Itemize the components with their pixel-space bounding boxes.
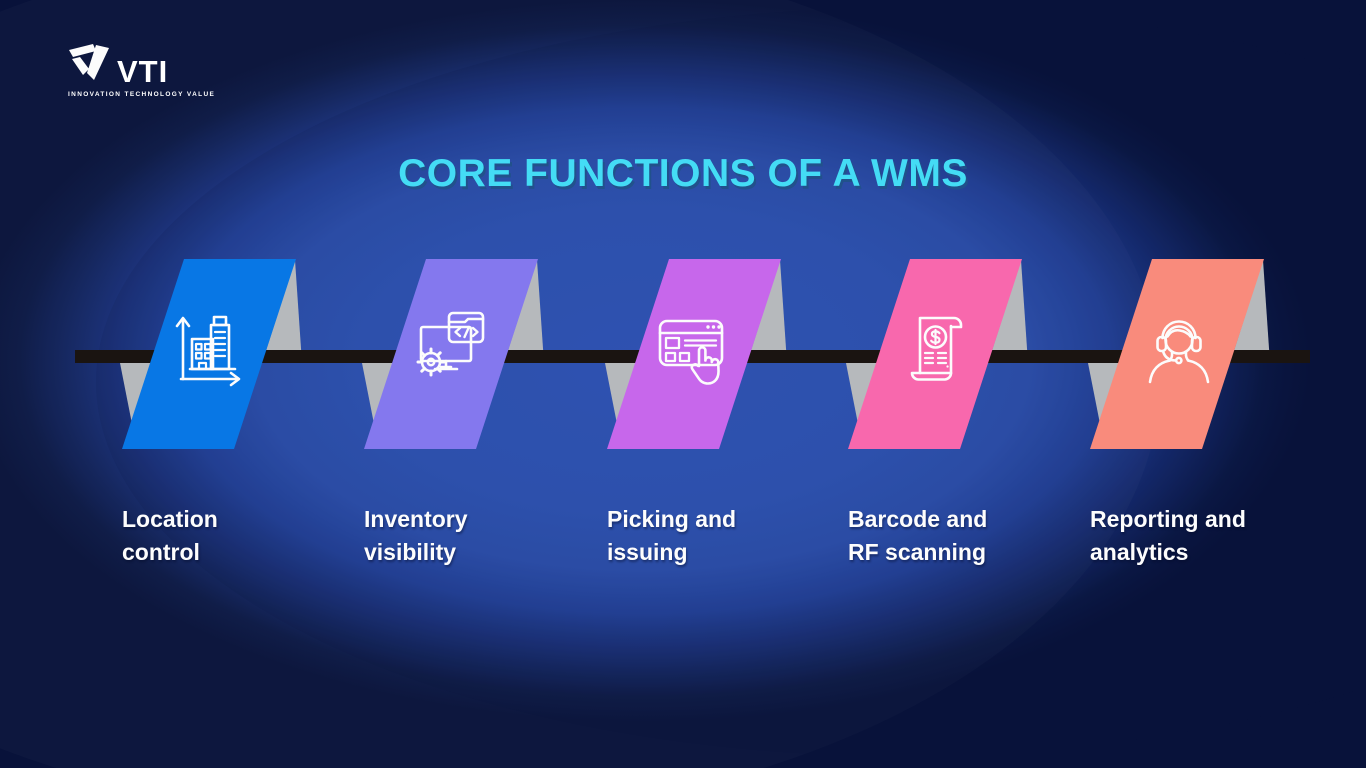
vti-logo-tagline: INNOVATION TECHNOLOGY VALUE: [68, 91, 216, 98]
card-shadow: [504, 260, 544, 363]
label-line: Barcode and: [848, 506, 988, 532]
label-reporting-analytics: Reporting and analytics: [1090, 503, 1320, 569]
page-title: CORE FUNCTIONS OF A WMS: [398, 152, 968, 195]
vti-logo-mark-icon: [68, 44, 110, 86]
label-barcode-rf: Barcode and RF scanning: [848, 503, 1078, 569]
card-shadow: [262, 260, 302, 363]
label-picking-issuing: Picking and issuing: [607, 503, 837, 569]
label-location-control: Location control: [122, 503, 352, 569]
receipt-dollar-icon: [895, 305, 979, 389]
label-inventory-visibility: Inventory visibility: [364, 503, 594, 569]
label-line: analytics: [1090, 539, 1189, 565]
card-shadow: [988, 260, 1028, 363]
monitor-code-gear-icon: [411, 305, 495, 389]
buildings-axes-icon: [169, 305, 253, 389]
vti-logo-row: VTI: [68, 44, 215, 90]
label-line: Picking and: [607, 506, 737, 532]
browser-hand-click-icon: [654, 305, 738, 389]
card-shadow: [1230, 260, 1270, 363]
label-line: Location: [122, 506, 218, 532]
label-line: control: [122, 539, 200, 565]
label-line: issuing: [607, 539, 688, 565]
vti-logo: VTI INNOVATION TECHNOLOGY VALUE: [68, 44, 215, 98]
label-line: Inventory: [364, 506, 468, 532]
card-shadow: [747, 260, 787, 363]
label-line: RF scanning: [848, 539, 987, 565]
label-line: visibility: [364, 539, 457, 565]
vti-logo-text: VTI: [117, 54, 169, 90]
support-headset-icon: [1137, 305, 1221, 389]
label-line: Reporting and: [1090, 506, 1246, 532]
